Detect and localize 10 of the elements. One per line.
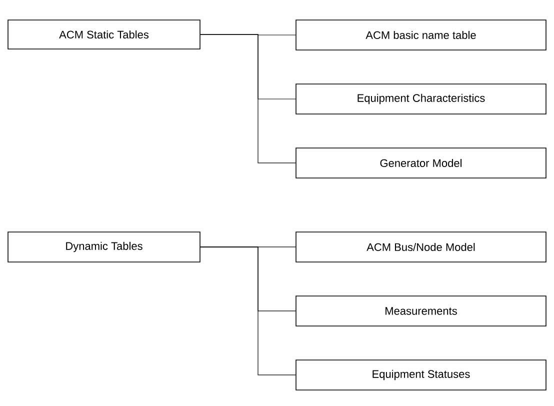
table-box: Dynamic Tables — [8, 232, 200, 262]
table-box: ACM Bus/Node Model — [296, 232, 546, 262]
connector-line — [200, 246, 296, 376]
table-box: ACM Static Tables — [8, 20, 200, 50]
table-box: Equipment Characteristics — [296, 84, 546, 114]
table-box: Equipment Statuses — [296, 360, 546, 390]
connector-line — [200, 34, 296, 164]
table-box: Measurements — [296, 296, 546, 326]
table-box: ACM basic name table — [296, 20, 546, 50]
table-box: Generator Model — [296, 148, 546, 178]
